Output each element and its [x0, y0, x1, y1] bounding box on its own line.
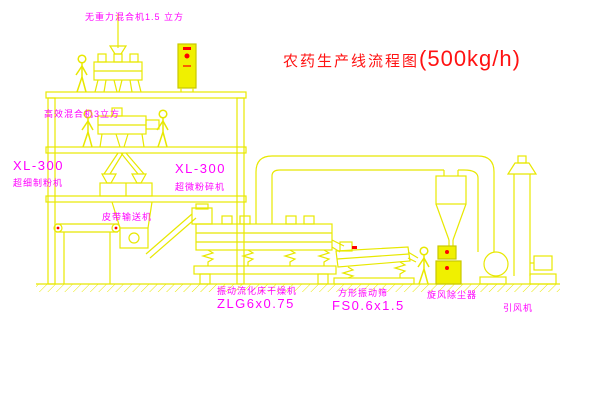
label-mill-center-name: 超微粉碎机	[175, 182, 226, 192]
mill-floor3	[99, 182, 153, 197]
induced-draft-fan	[479, 251, 557, 285]
label-mill-center-model: XL-300	[175, 161, 226, 176]
label-mill-left-name: 超细制粉机	[13, 178, 64, 188]
vibrating-screen	[333, 241, 419, 285]
control-cabinet-top	[177, 43, 197, 92]
fluid-bed-dryer	[191, 203, 345, 285]
exhaust-stack	[506, 155, 538, 276]
building-structure	[45, 91, 247, 285]
drawing-title: 农药生产线流程图(500kg/h)	[283, 46, 521, 72]
label-high-efficiency-mixer: 高效混合机3立方	[44, 109, 121, 119]
label-gravity-mixer: 无重力混合机1.5 立方	[85, 12, 185, 22]
gravity-free-mixer	[93, 14, 143, 93]
label-mill-left-model: XL-300	[13, 158, 64, 173]
label-screen-name: 方形振动筛	[338, 288, 389, 298]
pulverizer	[111, 201, 197, 259]
belt-conveyor	[53, 223, 121, 284]
ground-line	[36, 283, 560, 292]
label-dryer-name: 振动流化床干燥机	[217, 286, 298, 296]
drawing-title-capacity: (500kg/h)	[419, 46, 521, 71]
label-dryer-model: ZLG6x0.75	[217, 296, 295, 311]
exhaust-duct	[255, 155, 495, 252]
y-duct	[100, 152, 148, 184]
label-cyclone: 旋风除尘器	[427, 290, 478, 300]
label-fan: 引风机	[503, 303, 534, 313]
cyclone-separator	[435, 175, 467, 285]
drawing-title-text: 农药生产线流程图	[283, 53, 420, 70]
label-belt-conveyor: 皮带输送机	[102, 212, 153, 222]
high-efficiency-mixer	[97, 107, 160, 148]
label-screen-model: FS0.6x1.5	[332, 298, 405, 313]
